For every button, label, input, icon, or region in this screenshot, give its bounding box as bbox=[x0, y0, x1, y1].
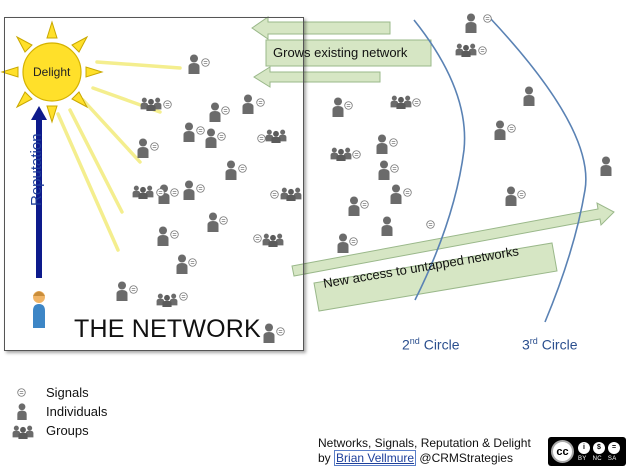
cc-code-by: BY bbox=[578, 455, 587, 462]
author-link[interactable]: Brian Vellmure bbox=[334, 450, 417, 466]
third-circle-line bbox=[489, 17, 587, 323]
reputation-label: Reputation bbox=[28, 133, 45, 206]
legend-group-icon bbox=[12, 425, 34, 439]
second-circle-label: 2nd Circle bbox=[402, 336, 459, 353]
sun-icon bbox=[0, 20, 104, 124]
third-circle-label: 3rd Circle bbox=[522, 336, 577, 353]
second-circle-line bbox=[413, 19, 466, 301]
legend-groups: Groups bbox=[42, 423, 89, 438]
new-access-arrow bbox=[291, 202, 615, 312]
cc-license-badge[interactable]: cc i $ = BY NC SA bbox=[548, 437, 626, 466]
noncommercial-icon: $ bbox=[593, 441, 605, 454]
circle-boundaries bbox=[413, 17, 587, 323]
network-title: THE NETWORK bbox=[74, 315, 261, 343]
legend-signals: Signals bbox=[42, 385, 89, 400]
network-box bbox=[4, 17, 304, 351]
cc-icon: cc bbox=[551, 440, 574, 463]
credit-handle: @CRMStrategies bbox=[419, 451, 513, 465]
legend-icons bbox=[12, 388, 34, 439]
attribution-icon: i bbox=[578, 441, 590, 454]
sun-label: Delight bbox=[33, 65, 71, 79]
cc-term-icons: i $ = bbox=[578, 441, 620, 454]
third-circle-num: 3 bbox=[522, 336, 530, 353]
reputation-arrow bbox=[31, 106, 47, 278]
legend-person-icon bbox=[17, 403, 27, 420]
grows-label: Grows existing network bbox=[273, 45, 408, 60]
credit-title: Networks, Signals, Reputation & Delight bbox=[318, 436, 531, 450]
credit-byline: by Brian Vellmure @CRMStrategies bbox=[318, 450, 531, 466]
second-circle-word: Circle bbox=[423, 336, 460, 353]
legend-individuals-label: Individuals bbox=[46, 404, 108, 419]
second-circle-suffix: nd bbox=[409, 336, 420, 346]
credit-by: by bbox=[318, 451, 331, 465]
legend-signals-label: Signals bbox=[46, 385, 89, 400]
cc-code-sa: SA bbox=[607, 455, 617, 462]
legend-groups-label: Groups bbox=[46, 423, 89, 438]
grows-arrows bbox=[251, 16, 432, 88]
legend-individuals: Individuals bbox=[42, 404, 107, 419]
sharealike-icon: = bbox=[608, 441, 620, 454]
third-circle-word: Circle bbox=[541, 336, 578, 353]
cc-term-codes: BY NC SA bbox=[578, 456, 617, 462]
cc-code-nc: NC bbox=[592, 455, 602, 462]
legend-signal-icon bbox=[17, 388, 26, 397]
second-circle-num: 2 bbox=[402, 336, 410, 353]
cc-terms: i $ = BY NC SA bbox=[578, 441, 620, 462]
reputation-person-icon bbox=[33, 291, 45, 328]
credit: Networks, Signals, Reputation & Delight … bbox=[318, 436, 531, 466]
third-circle-suffix: rd bbox=[529, 336, 538, 346]
sun-rays bbox=[56, 60, 182, 252]
